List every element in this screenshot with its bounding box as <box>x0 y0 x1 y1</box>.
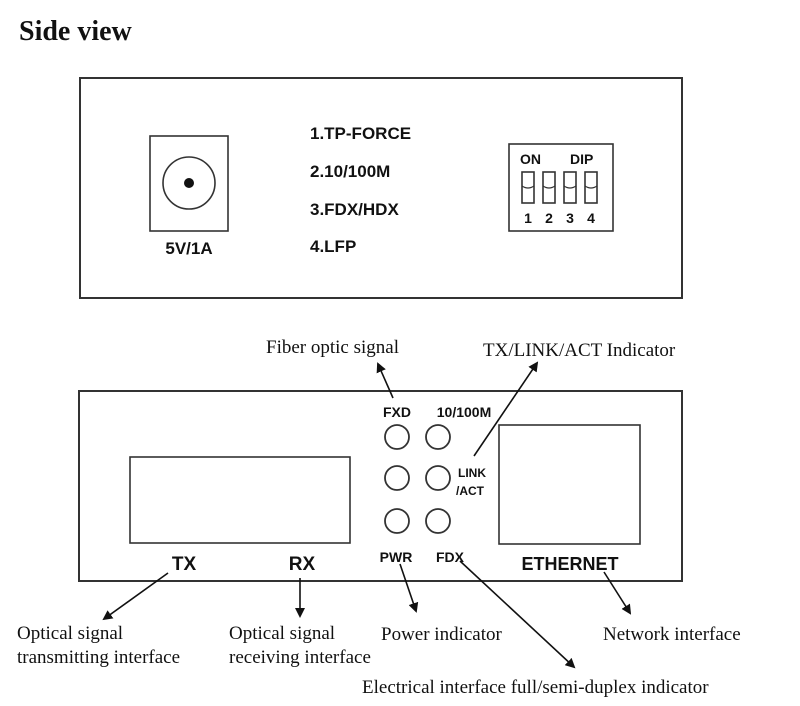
fiber-optic-signal-annotation: Fiber optic signal <box>266 337 399 358</box>
fiber-link-led-icon <box>384 465 410 491</box>
optical-port <box>129 456 351 544</box>
dip-option-4: 4.LFP <box>310 237 356 256</box>
dip-option-1: 1.TP-FORCE <box>310 124 411 143</box>
tx-port-label: TX <box>172 554 197 575</box>
front-panel <box>78 390 683 582</box>
optical-tx-annotation-line1: Optical signal <box>17 623 123 644</box>
link-label: LINK <box>458 466 486 480</box>
speed-label: 10/100M <box>437 404 491 420</box>
power-jack-icon <box>149 135 229 232</box>
page-title: Side view <box>19 16 133 47</box>
optical-rx-annotation-line1: Optical signal <box>229 623 335 644</box>
link-act-arrow-icon <box>473 361 539 457</box>
fdx-label: FDX <box>436 549 465 565</box>
optical-tx-annotation-line2: transmitting interface <box>17 647 180 668</box>
pwr-label: PWR <box>380 549 413 565</box>
fiber-signal-arrow-icon <box>376 362 394 399</box>
tx-arrow-icon <box>102 572 169 621</box>
rx-port-label: RX <box>289 554 316 575</box>
dip-switch-toggle-3 <box>563 171 577 204</box>
side-panel <box>79 77 683 299</box>
ethernet-port <box>498 424 641 545</box>
dip-on-label: ON <box>520 151 541 167</box>
act-label: /ACT <box>456 484 485 498</box>
duplex-arrow-icon <box>459 560 576 669</box>
dip-number-4: 4 <box>587 210 595 226</box>
speed-led-icon <box>425 424 451 450</box>
tx-link-act-annotation: TX/LINK/ACT Indicator <box>483 340 676 361</box>
fxd-led-icon <box>384 424 410 450</box>
dip-number-2: 2 <box>545 210 553 226</box>
dip-switch: ON DIP 1 2 3 4 <box>508 143 614 232</box>
dip-label: DIP <box>570 151 593 167</box>
fxd-label: FXD <box>383 404 411 420</box>
network-arrow-icon <box>603 571 632 615</box>
ethernet-label: ETHERNET <box>521 554 618 574</box>
power-arrow-icon <box>399 563 419 613</box>
duplex-indicator-annotation: Electrical interface full/semi-duplex in… <box>362 677 709 698</box>
dip-option-2: 2.10/100M <box>310 162 390 181</box>
network-interface-annotation: Network interface <box>603 624 741 645</box>
dip-number-3: 3 <box>566 210 574 226</box>
dip-switch-toggle-1 <box>521 171 535 204</box>
optical-rx-annotation-line2: receiving interface <box>229 647 371 668</box>
dip-number-1: 1 <box>524 210 532 226</box>
pwr-led-icon <box>384 508 410 534</box>
dip-switch-toggle-2 <box>542 171 556 204</box>
power-rating-label: 5V/1A <box>165 239 212 258</box>
fdx-led-icon <box>425 508 451 534</box>
dip-option-3: 3.FDX/HDX <box>310 200 399 219</box>
dip-switch-toggle-4 <box>584 171 598 204</box>
link-act-led-icon <box>425 465 451 491</box>
power-indicator-annotation: Power indicator <box>381 624 503 645</box>
